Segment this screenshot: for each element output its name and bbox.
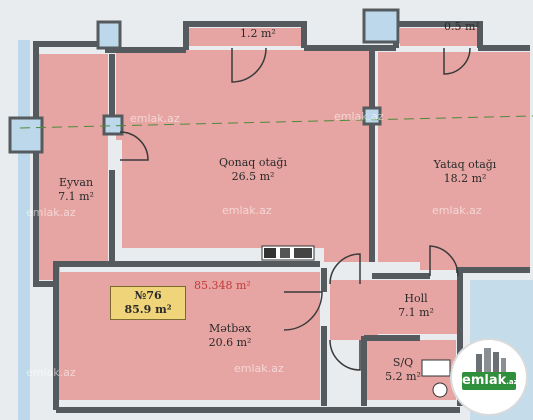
hall-area: 7.1 m² — [398, 306, 434, 319]
room-balcony-left — [36, 54, 108, 280]
balcony-left-label: Eyvan 7.1 m² — [46, 176, 106, 204]
bedroom-area: 18.2 m² — [443, 172, 487, 185]
window-strip-left — [18, 40, 30, 420]
watermark: emlak.az — [432, 204, 482, 217]
living-room-name: Qonaq otağı — [219, 156, 287, 169]
hall-name: Holl — [404, 292, 428, 305]
living-room-area: 26.5 m² — [231, 170, 275, 183]
doors — [119, 47, 471, 371]
pillar-top-left — [96, 20, 122, 50]
room-hall — [330, 280, 458, 340]
logo-name: emlak — [462, 373, 507, 388]
pillar-top-right — [362, 8, 400, 44]
watermark: emlak.az — [26, 366, 76, 379]
pillars — [8, 8, 400, 154]
bathroom-name: S/Q — [392, 356, 414, 369]
room-living — [116, 50, 370, 262]
door-bathroom — [329, 339, 361, 371]
total-area: 85.348 m² — [194, 279, 251, 292]
watermark: emlak.az — [26, 206, 76, 219]
room-bedroom — [378, 52, 530, 270]
building-icon — [476, 348, 506, 372]
kitchen-area: 20.6 m² — [208, 336, 252, 349]
bathroom-fixtures-icon — [421, 359, 451, 398]
balcony-top-right-area: 0.5 m² — [444, 20, 480, 33]
door-kitchen — [283, 291, 323, 331]
door-living — [119, 131, 149, 161]
pillar-left — [8, 116, 44, 154]
balcony-left-area: 7.1 m² — [58, 190, 94, 203]
pillar-living-corner — [102, 114, 124, 136]
apartment-number-box: №76 85.9 m² — [110, 286, 186, 320]
apartment-number: №76 — [134, 289, 162, 302]
room-kitchen — [58, 272, 320, 400]
walls — [33, 21, 530, 413]
watermark: emlak.az — [222, 204, 272, 217]
stove-icon — [261, 245, 315, 261]
apartment-area: 85.9 m² — [124, 303, 172, 316]
bathroom-label: S/Q 5.2 m² — [378, 356, 428, 384]
wall-outer-left — [33, 54, 59, 410]
room-balcony-top-right — [400, 28, 478, 46]
bedroom-name: Yataq otağı — [433, 158, 497, 171]
watermark: emlak.az — [130, 112, 180, 125]
hall-label: Holl 7.1 m² — [386, 292, 446, 320]
door-top-left — [231, 47, 267, 83]
balcony-left-name: Eyvan — [58, 176, 94, 189]
logo-tld: .az — [506, 378, 518, 386]
room-balcony-top-left — [186, 28, 304, 46]
kitchen-name: Mətbəx — [209, 322, 251, 335]
kitchen-label: Mətbəx 20.6 m² — [190, 322, 270, 350]
logo-text: emlak.az — [462, 372, 518, 390]
bedroom-label: Yataq otağı 18.2 m² — [420, 158, 510, 186]
balcony-top-left-area: 1.2 m² — [240, 27, 276, 40]
room-bathroom — [364, 340, 456, 400]
bathroom-area: 5.2 m² — [385, 370, 421, 383]
watermark: emlak.az — [234, 362, 284, 375]
living-room-label: Qonaq otağı 26.5 m² — [208, 156, 298, 184]
door-top-right — [443, 47, 471, 75]
door-hall — [329, 253, 361, 285]
watermark: emlak.az — [334, 110, 384, 123]
emlak-logo[interactable]: emlak.az — [452, 340, 526, 414]
door-bedroom — [429, 245, 459, 277]
axis-line — [19, 115, 533, 129]
wall-balcony-top-left — [183, 21, 307, 50]
wall-balcony-left-inner-lower — [53, 170, 115, 284]
